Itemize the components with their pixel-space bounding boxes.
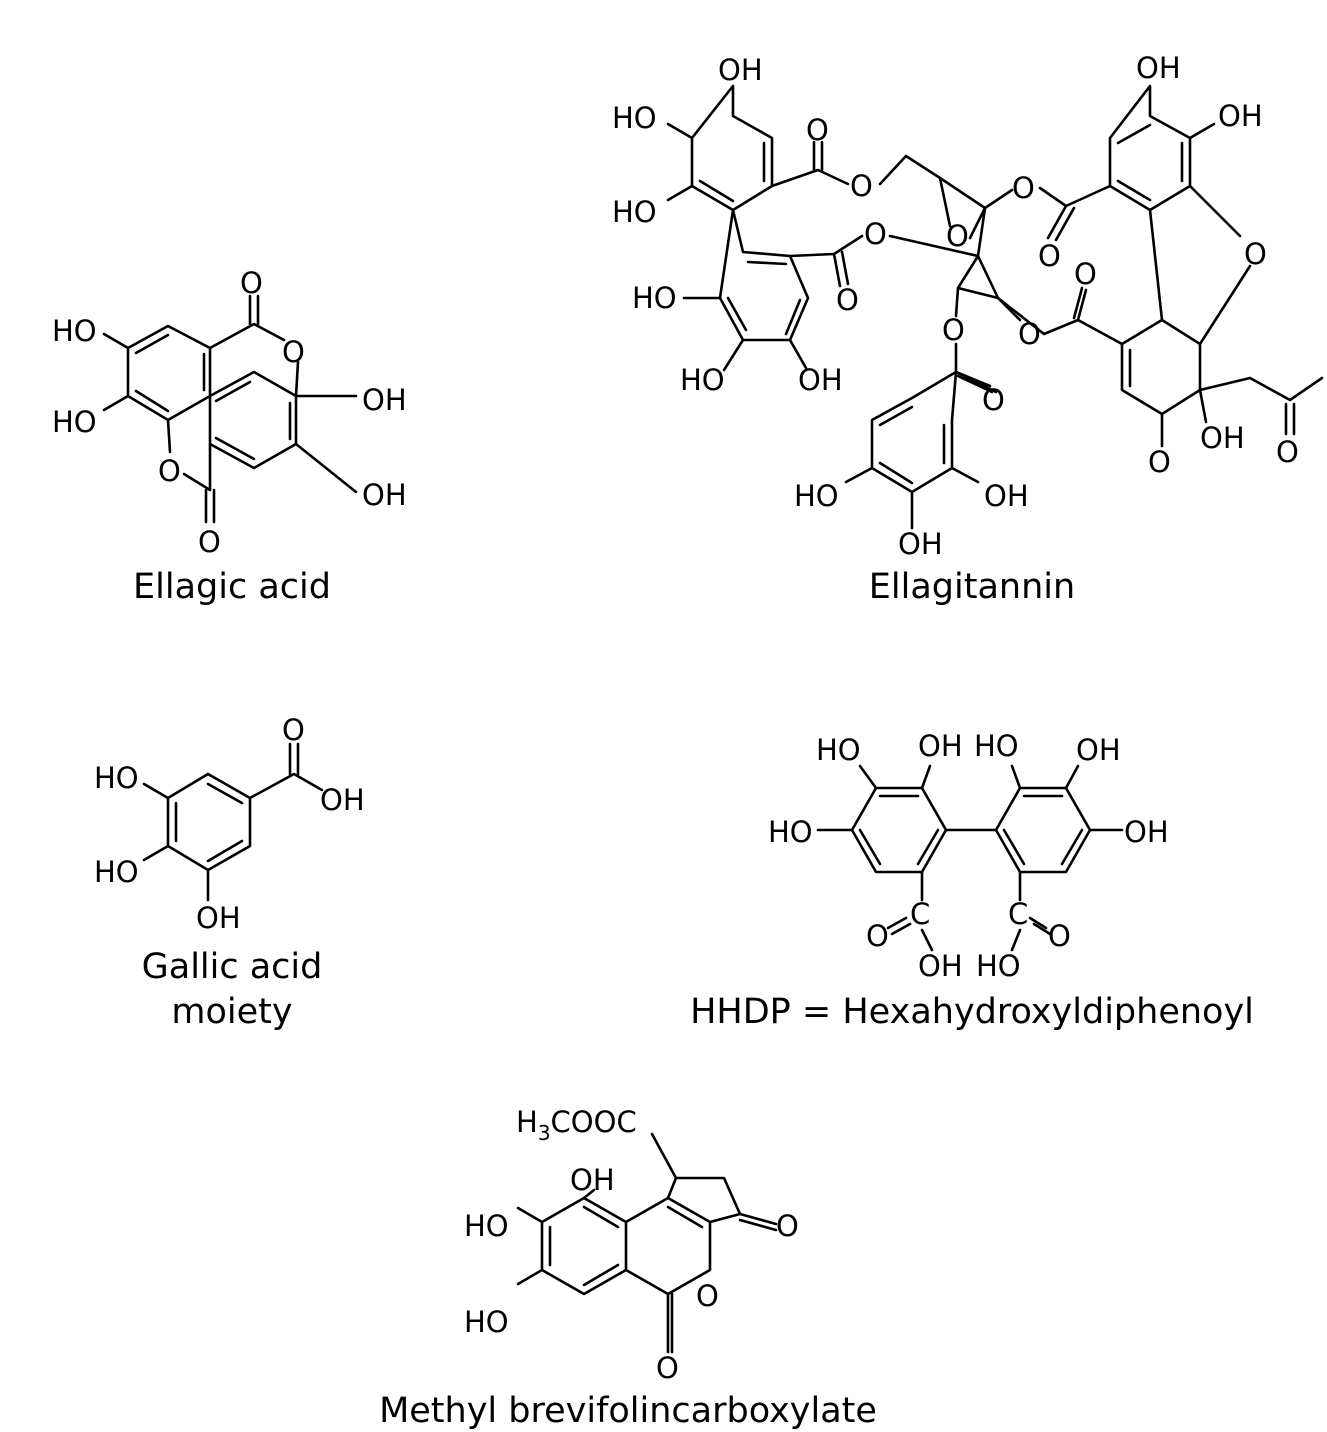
atom-label: OH: [320, 783, 365, 817]
atom-label: HO: [612, 101, 657, 135]
atom-label: O: [776, 1209, 799, 1243]
captions: Ellagic acid Ellagitannin Gallic acid mo…: [133, 567, 1254, 1431]
atom-label: OH: [362, 478, 407, 512]
atom-label-h3cooc: H3COOC: [516, 1105, 637, 1145]
atom-label: O: [850, 169, 873, 203]
atom-label: HO: [632, 281, 677, 315]
atom-label: C: [910, 897, 930, 931]
atom-label: HO: [768, 815, 813, 849]
caption-methyl-brevifolincarboxylate: Methyl brevifolincarboxylate: [379, 1391, 877, 1431]
atom-label: O: [1244, 237, 1267, 271]
atom-label: OH: [570, 1163, 615, 1197]
atom-label: OH: [1200, 421, 1245, 455]
atom-label: OH: [718, 53, 763, 87]
atom-label: OH: [1136, 51, 1181, 85]
atom-label: O: [1012, 171, 1035, 205]
atom-label: O: [1048, 919, 1071, 953]
ellagic-acid-structure: [102, 294, 358, 524]
atom-label: O: [946, 219, 969, 253]
atom-label: OH: [898, 527, 943, 561]
atom-label: O: [240, 266, 263, 300]
caption-gallic-acid-line2: moiety: [171, 992, 292, 1032]
hhdp-structure: [816, 764, 1124, 952]
atom-label: OH: [1076, 733, 1121, 767]
atom-label: O: [198, 525, 221, 559]
atom-label: HO: [794, 479, 839, 513]
atom-label: O: [836, 283, 859, 317]
atom-label: OH: [362, 383, 407, 417]
atom-label: O: [282, 335, 305, 369]
atom-label: HO: [974, 729, 1019, 763]
atom-label: O: [942, 313, 965, 347]
atom-label: HO: [464, 1209, 509, 1243]
atom-label: O: [864, 217, 887, 251]
caption-ellagic-acid: Ellagic acid: [133, 567, 331, 607]
atom-label: O: [1038, 239, 1061, 273]
atom-label: O: [696, 1279, 719, 1313]
atom-label: C: [1008, 897, 1028, 931]
atom-labels: O O HO HO OH OH O O OH HO HO O O O O O H…: [52, 51, 1299, 1385]
atom-label: HO: [52, 314, 97, 348]
atom-label: O: [806, 113, 829, 147]
atom-label: HO: [816, 733, 861, 767]
atom-label: OH: [918, 949, 963, 983]
atom-label: OH: [1124, 815, 1169, 849]
caption-gallic-acid-line1: Gallic acid: [142, 947, 323, 987]
ellagitannin-structure: [666, 84, 1324, 530]
atom-label: HO: [52, 405, 97, 439]
atom-label: O: [1148, 445, 1171, 479]
atom-label: OH: [798, 363, 843, 397]
atom-label: OH: [918, 729, 963, 763]
atom-label: OH: [984, 479, 1029, 513]
atom-label: O: [1018, 317, 1041, 351]
atom-label: O: [1276, 435, 1299, 469]
atom-label: O: [282, 713, 305, 747]
atom-label: HO: [94, 761, 139, 795]
caption-ellagitannin: Ellagitannin: [869, 567, 1075, 607]
atom-label: O: [158, 454, 181, 488]
atom-label: HO: [464, 1305, 509, 1339]
atom-label: HO: [976, 949, 1021, 983]
atom-label: O: [866, 919, 889, 953]
atom-label: HO: [612, 195, 657, 229]
atom-label: HO: [680, 363, 725, 397]
atom-label: OH: [196, 901, 241, 935]
methyl-brevifolincarboxylate-structure: [516, 1132, 778, 1354]
atom-label: O: [982, 383, 1005, 417]
caption-hhdp: HHDP = Hexahydroxyldiphenoyl: [690, 992, 1254, 1032]
atom-label: HO: [94, 855, 139, 889]
atom-label: O: [1074, 257, 1097, 291]
gallic-acid-structure: [142, 742, 324, 902]
atom-label: OH: [1218, 99, 1263, 133]
atom-label: O: [656, 1351, 679, 1385]
